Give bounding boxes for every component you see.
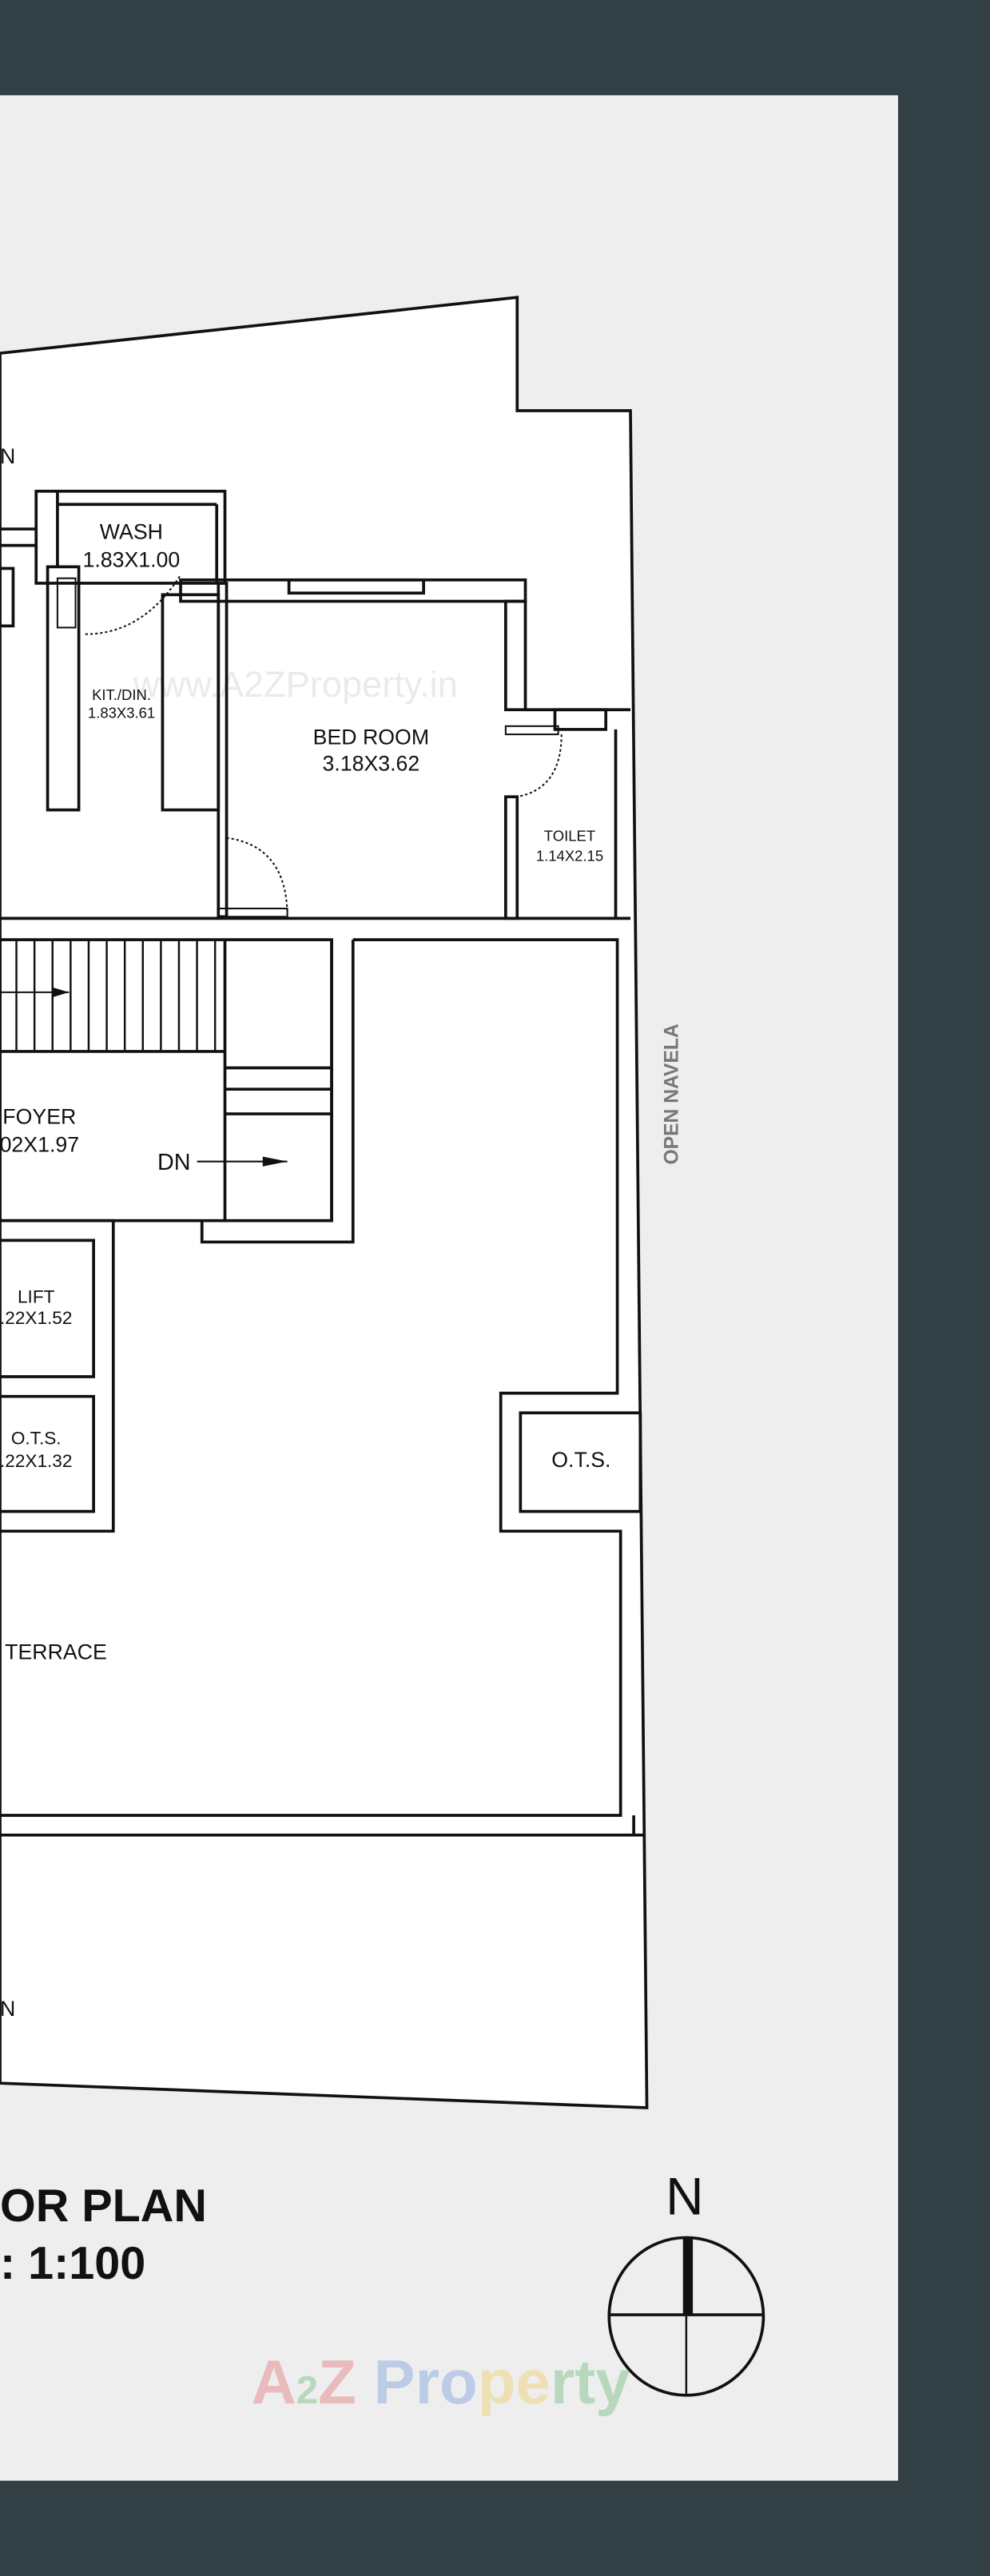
- wash-size: 1.83X1.00: [82, 547, 180, 571]
- terrace-boundary: [0, 938, 622, 1817]
- ots-right-shaft: [519, 1411, 642, 1513]
- plan-title: OR PLAN: [0, 2180, 207, 2232]
- foyer-size: 02X1.97: [0, 1132, 79, 1156]
- foyer-label: FOYER: [2, 1104, 76, 1128]
- garden-top-label: N: [0, 444, 15, 468]
- kitchen-size: 1.83X3.61: [88, 705, 155, 722]
- bedroom-size: 3.18X3.62: [322, 751, 419, 775]
- wash-room: [0, 489, 227, 628]
- terrace-label: TERRACE: [5, 1640, 107, 1664]
- url-watermark: www.A2ZProperty.in: [133, 664, 458, 705]
- lift-label: LIFT: [18, 1286, 55, 1306]
- bedroom-label: BED ROOM: [313, 725, 429, 749]
- kitchen-label: KIT./DIN.: [92, 686, 151, 703]
- bedroom-walls: [0, 599, 631, 920]
- toilet-label: TOILET: [544, 828, 595, 845]
- ots-left-label: O.T.S.: [11, 1428, 62, 1448]
- staircase: [0, 938, 333, 1222]
- compass-north-label: N: [666, 2167, 703, 2226]
- lift-size: .22X1.52: [0, 1308, 72, 1328]
- ots-left-size: .22X1.32: [0, 1451, 72, 1471]
- stair-down-label: DN: [157, 1150, 191, 1175]
- wash-label: WASH: [100, 519, 163, 543]
- kitchen-walls: [46, 565, 527, 919]
- a2z-logo-watermark: A2Z Property: [251, 2347, 630, 2417]
- north-compass-icon: N: [607, 2167, 765, 2397]
- ots-right-label: O.T.S.: [551, 1448, 610, 1472]
- open-navela-label: OPEN NAVELA: [662, 1024, 683, 1165]
- toilet-size: 1.14X2.15: [536, 847, 603, 864]
- lift-shaft: [0, 1218, 115, 1533]
- plan-scale: : 1:100: [0, 2238, 145, 2289]
- garden-bottom-label: N: [0, 1997, 15, 2021]
